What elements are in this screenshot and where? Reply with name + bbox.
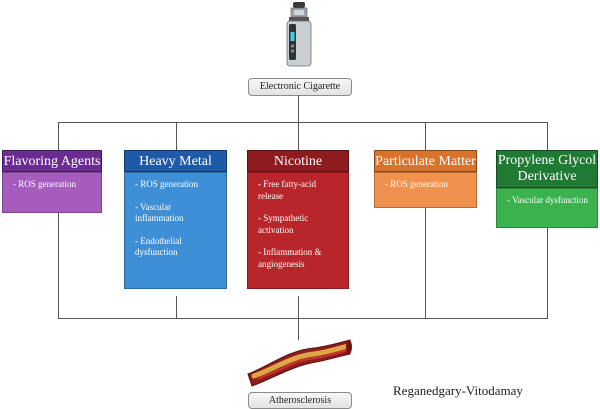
nicotine-title: Nicotine [273, 154, 323, 169]
credit-text: Reganedgary-Vitodamay [393, 383, 523, 398]
particulate-matter-title: Particulate Matter [375, 154, 476, 169]
connector-bottom-rise-4 [425, 208, 426, 318]
propylene-glycol-card: - Vascular dysfunction [496, 188, 598, 228]
artery-icon [247, 339, 352, 387]
connector-top-drop-5 [547, 122, 548, 150]
nicotine-effect-3: - Inflammation & angiogenesis [258, 247, 322, 269]
nicotine-effect-1: - Free fatty-acid release [258, 179, 316, 201]
flavoring-agents-header: Flavoring Agents [2, 150, 102, 172]
electronic-cigarette-label: Electronic Cigarette [259, 81, 341, 92]
heavy-metal-card: - ROS generation - Vascular inflammation… [124, 172, 227, 289]
connector-top-bar [58, 122, 548, 123]
electronic-cigarette-node: Electronic Cigarette [248, 78, 352, 96]
e-cigarette-icon [286, 2, 312, 67]
propylene-glycol-title: Propylene Glycol Derivative [497, 153, 597, 184]
particulate-matter-header: Particulate Matter [374, 150, 477, 172]
connector-bottom-stem [298, 318, 299, 340]
connector-top-drop-2 [176, 122, 177, 150]
nicotine-card: - Free fatty-acid release - Sympathetic … [247, 172, 349, 289]
connector-bottom-rise-3 [298, 296, 299, 318]
nicotine-effect-2: - Sympathetic activation [258, 213, 309, 235]
connector-bottom-rise-1 [58, 213, 59, 318]
nicotine-header: Nicotine [247, 150, 349, 172]
connector-bottom-rise-2 [176, 296, 177, 318]
connector-top-drop-1 [58, 122, 59, 150]
flavoring-agents-card: - ROS generation [2, 172, 102, 213]
connector-bottom-rise-5 [547, 228, 548, 318]
heavy-metal-title: Heavy Metal [139, 154, 212, 169]
particulate-matter-card: - ROS generation [374, 172, 477, 208]
heavy-metal-effect-1: - ROS generation [135, 179, 198, 189]
flavoring-agents-effect-1: - ROS generation [13, 179, 76, 189]
particulate-matter-effect-1: - ROS generation [385, 179, 448, 189]
heavy-metal-header: Heavy Metal [124, 150, 227, 172]
heavy-metal-effect-3: - Endothelial dysfunction [135, 235, 182, 258]
heavy-metal-effect-2: - Vascular inflammation [135, 201, 184, 224]
propylene-glycol-header: Propylene Glycol Derivative [496, 150, 598, 188]
connector-top-drop-4 [425, 122, 426, 150]
flavoring-agents-title: Flavoring Agents [3, 154, 101, 169]
connector-top-drop-3 [298, 122, 299, 150]
atherosclerosis-node: Atherosclerosis [248, 392, 352, 409]
connector-top-stem [298, 95, 299, 122]
atherosclerosis-label: Atherosclerosis [268, 395, 332, 406]
connector-bottom-bar [58, 318, 548, 319]
propylene-glycol-effect-1: - Vascular dysfunction [507, 195, 588, 205]
